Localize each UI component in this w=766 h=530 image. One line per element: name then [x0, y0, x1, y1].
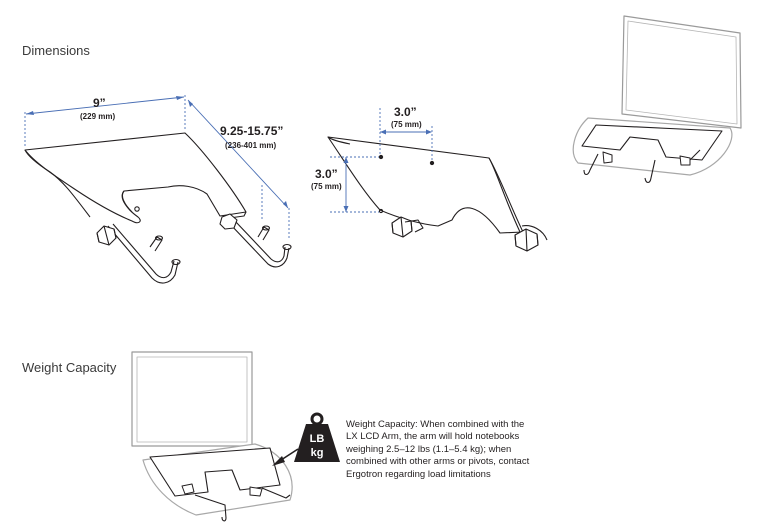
depth-inches-label: 9.25-15.75”: [220, 124, 283, 138]
weight-icon-lb: LB: [310, 433, 325, 445]
weight-text-line-3: weighing 2.5–12 lbs (1.1–5.4 kg); when: [346, 443, 512, 455]
hole-v-mm-label: (75 mm): [311, 182, 342, 191]
depth-dimension-line: [187, 99, 289, 209]
weight-text-line-2: LX LCD Arm, the arm will hold notebooks: [346, 431, 520, 443]
laptop-weight-drawing: [131, 351, 293, 522]
weight-capacity-heading: Weight Capacity: [22, 360, 117, 375]
width-mm-label: (229 mm): [80, 112, 115, 121]
weight-text-line-4: combined with other arms or pivots, cont…: [346, 456, 530, 468]
vesa-dimensions-drawing: [327, 136, 548, 252]
hole-h-inches-label: 3.0”: [394, 105, 417, 119]
weight-capacity-text: Weight Capacity: When combined with the …: [346, 419, 566, 481]
width-dimension-line: [25, 96, 185, 115]
laptop-on-tray-drawing: [572, 15, 742, 184]
vesa-dimension-arrows: [343, 129, 432, 212]
tray-dimension-arrows: [26, 96, 288, 208]
vesa-dimension-lines: [330, 108, 433, 213]
weight-icon: LB kg: [294, 412, 340, 462]
tray-dimensions-drawing: [24, 132, 292, 284]
hole-h-mm-label: (75 mm): [391, 120, 422, 129]
weight-icon-kg: kg: [311, 447, 324, 459]
tray-dimension-lines: [24, 95, 290, 240]
weight-arrow: [272, 448, 299, 466]
weight-text-line-1: Weight Capacity: When combined with the: [346, 419, 525, 430]
depth-mm-label: (236-401 mm): [225, 141, 276, 150]
dimensions-heading: Dimensions: [22, 43, 90, 58]
width-inches-label: 9”: [93, 96, 106, 110]
weight-text-line-5: Ergotron regarding load limitations: [346, 468, 491, 480]
hole-v-inches-label: 3.0”: [315, 167, 338, 181]
